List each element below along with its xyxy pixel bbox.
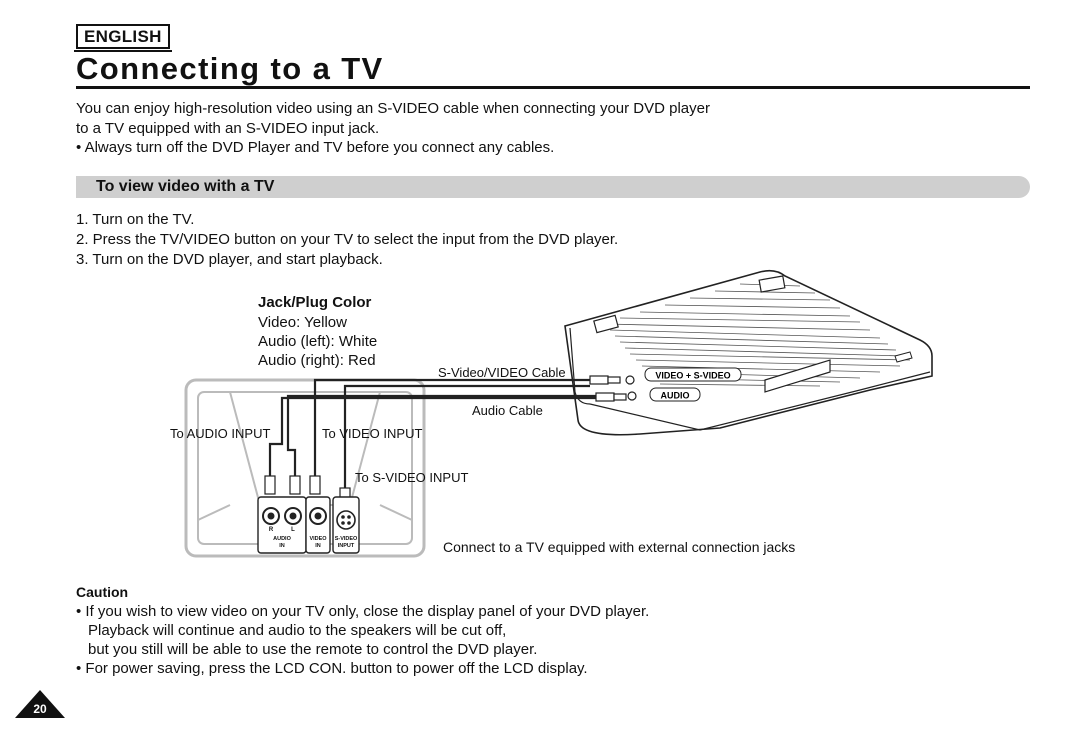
audio-cable-left	[268, 396, 598, 476]
intro-bullet: • Always turn off the DVD Player and TV …	[76, 139, 555, 156]
caution-heading: Caution	[76, 584, 129, 600]
caution-bullet-1-line-2: Playback will continue and audio to the …	[88, 622, 507, 639]
step-1: 1. Turn on the TV.	[76, 211, 195, 228]
step-3: 3. Turn on the DVD player, and start pla…	[76, 251, 383, 268]
audio-cable-right	[286, 394, 598, 476]
player-video-label: VIDEO + S-VIDEO	[655, 371, 730, 381]
diagram-caption: Connect to a TV equipped with external c…	[443, 539, 796, 555]
title-rule	[76, 86, 1030, 89]
player-audio-label: AUDIO	[661, 391, 690, 401]
svideo-cable	[343, 384, 590, 488]
panel-l-label: L	[291, 527, 295, 533]
player-video-label-box	[644, 367, 742, 382]
to-audio-input-label: To AUDIO INPUT	[170, 426, 270, 441]
audio-cable-label: Audio Cable	[472, 403, 543, 418]
jack-video-color: Video: Yellow	[258, 314, 347, 331]
to-svideo-input-label: To S-VIDEO INPUT	[355, 470, 468, 485]
caution-bullet-1-line-1: • If you wish to view video on your TV o…	[76, 603, 650, 620]
lid-grille	[604, 283, 911, 387]
video-cable	[313, 378, 592, 476]
panel-audio-in-label: IN	[279, 543, 285, 549]
jack-audio-right-color: Audio (right): Red	[258, 352, 376, 369]
section-header-bar	[76, 176, 1030, 198]
panel-video-in-label: IN	[315, 543, 321, 549]
player-audio-label-box	[649, 387, 701, 402]
page-number: 20	[33, 702, 47, 716]
caution-bullet-2: • For power saving, press the LCD CON. b…	[76, 660, 588, 677]
page-title: Connecting to a TV	[76, 51, 384, 86]
tv-outline	[184, 378, 426, 558]
jack-audio-left-color: Audio (left): White	[258, 333, 378, 350]
dvd-player	[564, 269, 933, 436]
cables	[268, 378, 598, 488]
player-plugs	[589, 375, 637, 402]
panel-video-label: VIDEO	[309, 536, 327, 542]
step-2: 2. Press the TV/VIDEO button on your TV …	[76, 231, 619, 248]
to-video-input-label: To VIDEO INPUT	[322, 426, 422, 441]
language-badge: ENGLISH	[74, 24, 172, 52]
intro-line-2: to a TV equipped with an S-VIDEO input j…	[76, 120, 380, 137]
panel-svideo-label: S-VIDEO	[335, 536, 358, 542]
tv-input-panel	[257, 496, 360, 554]
panel-audio-label: AUDIO	[273, 536, 291, 542]
panel-r-label: R	[269, 527, 274, 533]
svideo-cable-label: S-Video/VIDEO Cable	[438, 365, 566, 380]
section-title: To view video with a TV	[96, 178, 275, 195]
intro-line-1: You can enjoy high-resolution video usin…	[76, 100, 710, 117]
caution-bullet-1-line-3: but you still will be able to use the re…	[88, 641, 538, 658]
page-number-marker	[15, 690, 65, 718]
jack-plug-heading: Jack/Plug Color	[258, 294, 372, 311]
panel-svideo-input-label: INPUT	[338, 543, 355, 549]
